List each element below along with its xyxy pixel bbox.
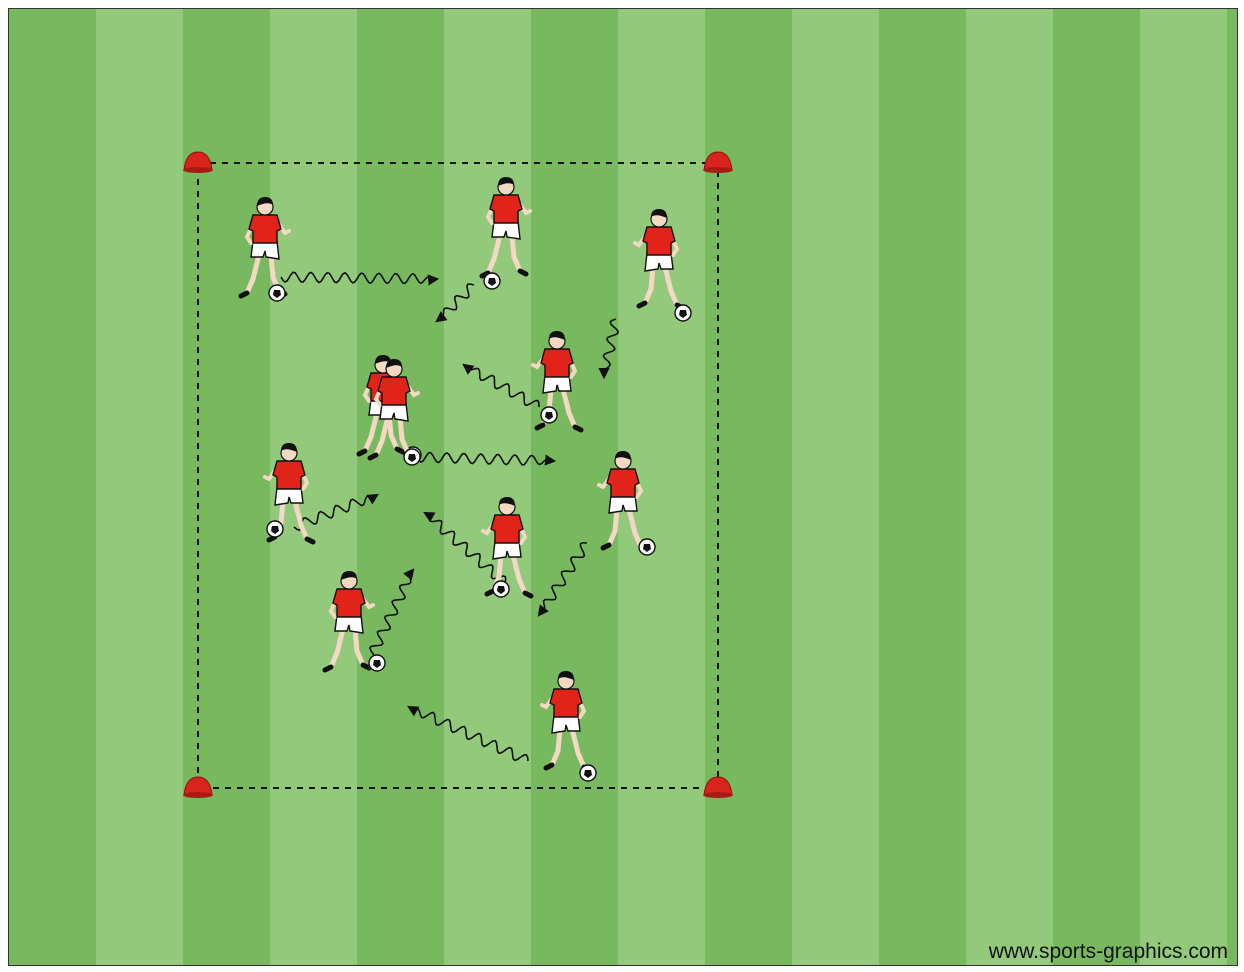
ball-icon <box>675 305 691 321</box>
grass-stripe <box>1053 9 1141 965</box>
ball-icon <box>639 539 655 555</box>
grass-stripe <box>96 9 184 965</box>
training-pitch <box>8 8 1238 966</box>
grass-stripe <box>879 9 967 965</box>
ball-icon <box>269 285 285 301</box>
grass-stripe <box>792 9 880 965</box>
ball-icon <box>484 273 500 289</box>
ball-icon <box>369 655 385 671</box>
grass-stripe <box>357 9 445 965</box>
ball-icon <box>404 449 420 465</box>
ball-icon <box>580 765 596 781</box>
ball-icon <box>541 407 557 423</box>
ball-icon <box>267 521 283 537</box>
grass-stripe <box>966 9 1054 965</box>
grass-stripe <box>9 9 97 965</box>
grass-stripe <box>1140 9 1228 965</box>
grass-stripe <box>531 9 619 965</box>
grass-stripe <box>1227 9 1238 965</box>
ball-icon <box>493 581 509 597</box>
grass-stripe <box>444 9 532 965</box>
watermark: www.sports-graphics.com <box>989 940 1228 964</box>
